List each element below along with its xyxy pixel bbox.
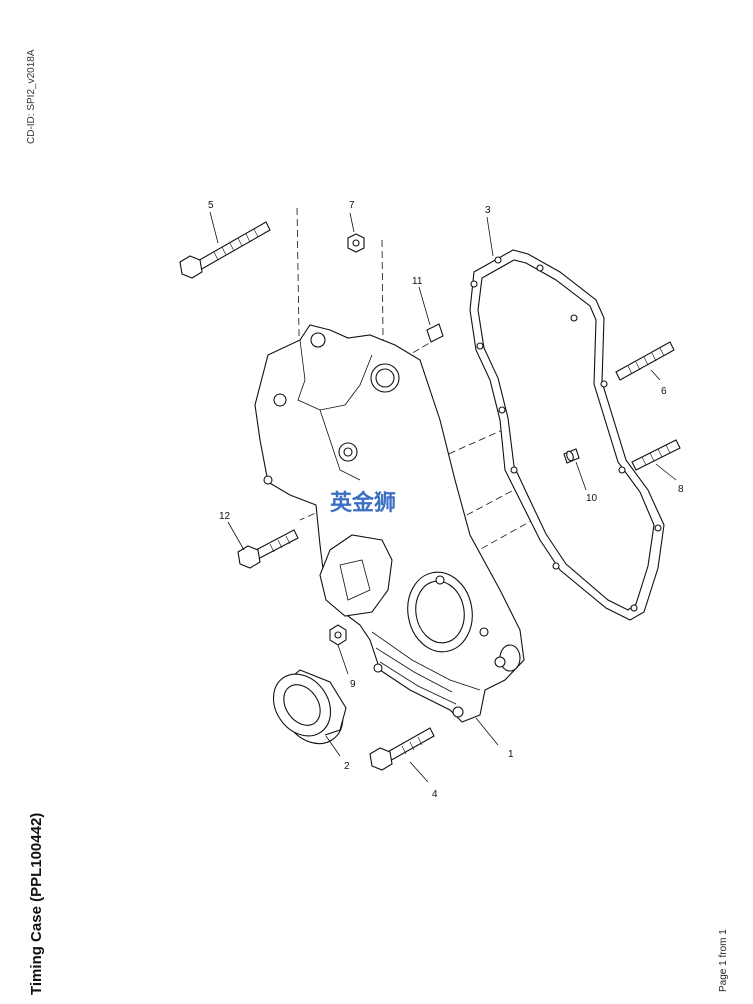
stud-part-6 bbox=[615, 341, 675, 381]
leader-lines bbox=[209, 211, 677, 783]
callout-6: 6 bbox=[661, 386, 667, 397]
callout-3: 3 bbox=[485, 205, 491, 216]
watermark-text: 英金狮 bbox=[330, 490, 396, 516]
bolt-part-4 bbox=[369, 727, 435, 771]
callout-7: 7 bbox=[349, 200, 355, 211]
timing-case-part-1 bbox=[254, 324, 525, 723]
callout-8: 8 bbox=[678, 484, 684, 495]
nut-part-7 bbox=[347, 233, 365, 253]
sleeve-part-11 bbox=[426, 323, 444, 343]
bolt-part-5 bbox=[179, 221, 271, 279]
dowel-part-10 bbox=[563, 448, 580, 464]
nut-part-9 bbox=[329, 624, 347, 646]
callout-1: 1 bbox=[508, 749, 514, 760]
gasket-part-3 bbox=[469, 249, 665, 621]
seal-ring-part-2 bbox=[272, 669, 347, 745]
callout-9: 9 bbox=[350, 679, 356, 690]
stud-part-8 bbox=[631, 439, 681, 471]
bolt-part-12 bbox=[237, 529, 299, 569]
callout-2: 2 bbox=[344, 761, 350, 772]
callout-4: 4 bbox=[432, 789, 438, 800]
callout-12: 12 bbox=[219, 511, 231, 522]
callout-10: 10 bbox=[586, 493, 598, 504]
callout-11: 11 bbox=[412, 276, 423, 287]
callout-5: 5 bbox=[208, 200, 214, 211]
